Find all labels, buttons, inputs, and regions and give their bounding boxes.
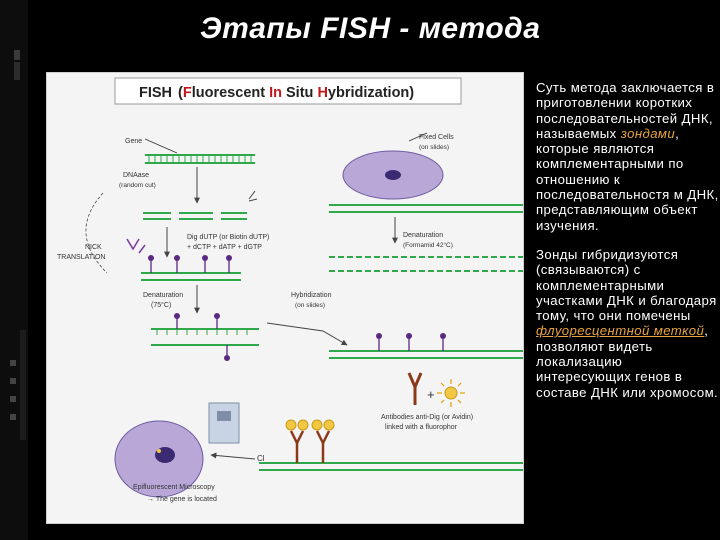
fluorophor-icon: [437, 379, 465, 407]
decor-bar: [10, 378, 16, 384]
chromosome-dna: [329, 204, 523, 213]
p1-text-a: Суть метода заключается в приготовлении …: [536, 80, 715, 141]
description: Суть метода заключается в приготовлении …: [536, 80, 720, 414]
decor-bar: [10, 414, 16, 420]
slide-title: Этапы FISH - метода: [200, 12, 541, 45]
label-on-slides-2: (on slides): [419, 144, 449, 151]
paragraph-2: Зонды гибридизуются (связываются) с комп…: [536, 247, 720, 400]
fluorescent-dna: [259, 419, 523, 471]
dna-gene: [145, 154, 255, 164]
decor-bar: [20, 330, 26, 440]
microscope-lens: [217, 411, 231, 421]
label-antibodies-1: Antibodies anti-Dig (or Avidin): [381, 414, 473, 421]
p1-term: зондами: [620, 125, 676, 141]
fish-diagram: FISH(Fluorescent In Situ Hybridization) …: [46, 72, 524, 524]
cell-nucleus: [385, 170, 401, 180]
arrow-back: [210, 452, 256, 460]
plus-sign: +: [427, 387, 435, 402]
label-on-slides-1: (on slides): [295, 302, 325, 309]
label-dctp: + dCTP + dATP + dGTP: [187, 244, 262, 251]
label-formamid: (Formamid 42°C): [403, 241, 453, 249]
gene-pointer: [144, 138, 178, 154]
label-temp-75: (75°C): [151, 301, 171, 309]
label-antibodies-2: linked with a fluorophor: [385, 424, 458, 431]
label-cl: Cl: [257, 454, 265, 463]
banner-title: FISH(Fluorescent In Situ Hybridization): [139, 85, 414, 101]
p2-text-a: Зонды гибридизуются (связываются) с комп…: [536, 246, 717, 324]
paragraph-1: Суть метода заключается в приготовлении …: [536, 80, 720, 233]
label-denaturation-left: Denaturation: [143, 292, 183, 299]
polymerase-icon: [126, 238, 146, 254]
cut-icon: [248, 190, 258, 202]
p2-text-b: , позволяют видеть локализацию интересую…: [536, 323, 719, 400]
dna-fragments: [143, 212, 247, 220]
p1-text-b: , которые являются комплементарными по о…: [536, 125, 719, 233]
label-fixed-cells: Fixed Cells: [419, 134, 454, 141]
label-epi: Epifluorescent Microscopy: [133, 484, 215, 491]
hybridized-dna: [329, 333, 523, 359]
label-denaturation-right: Denaturation: [403, 232, 443, 239]
diagram-canvas: FISH(Fluorescent In Situ Hybridization) …: [57, 77, 523, 503]
label-gene-located: → The gene is located: [147, 496, 217, 503]
nick-arrow: [85, 192, 108, 274]
signal-dot: [157, 449, 161, 453]
decor-bar: [14, 62, 20, 80]
labeled-dna: [141, 255, 241, 281]
microscope-icon: [208, 402, 240, 444]
label-translation: TRANSLATION: [57, 254, 106, 261]
side-decoration: [0, 0, 28, 540]
decor-bar: [10, 360, 16, 366]
label-dnaase: DNAase: [123, 172, 149, 179]
arrow-hybrid: [266, 322, 348, 346]
label-random-cut: (random cut): [119, 182, 156, 189]
banner-box: [114, 77, 462, 105]
cell-pointer: [408, 132, 428, 142]
label-dig-dutp: Dig dUTP (or Biotin dUTP): [187, 234, 269, 241]
p2-term: флуоресцентной меткой: [536, 323, 705, 339]
label-gene: Gene: [125, 138, 142, 145]
decor-bar: [10, 396, 16, 402]
label-nick: NICK: [85, 244, 102, 251]
label-hybridization: Hybridization: [291, 292, 332, 299]
probe-ssdna: [151, 313, 259, 361]
decor-bar: [14, 50, 20, 60]
antibody-icon: [407, 372, 423, 405]
denatured-chromosome: [329, 256, 523, 272]
